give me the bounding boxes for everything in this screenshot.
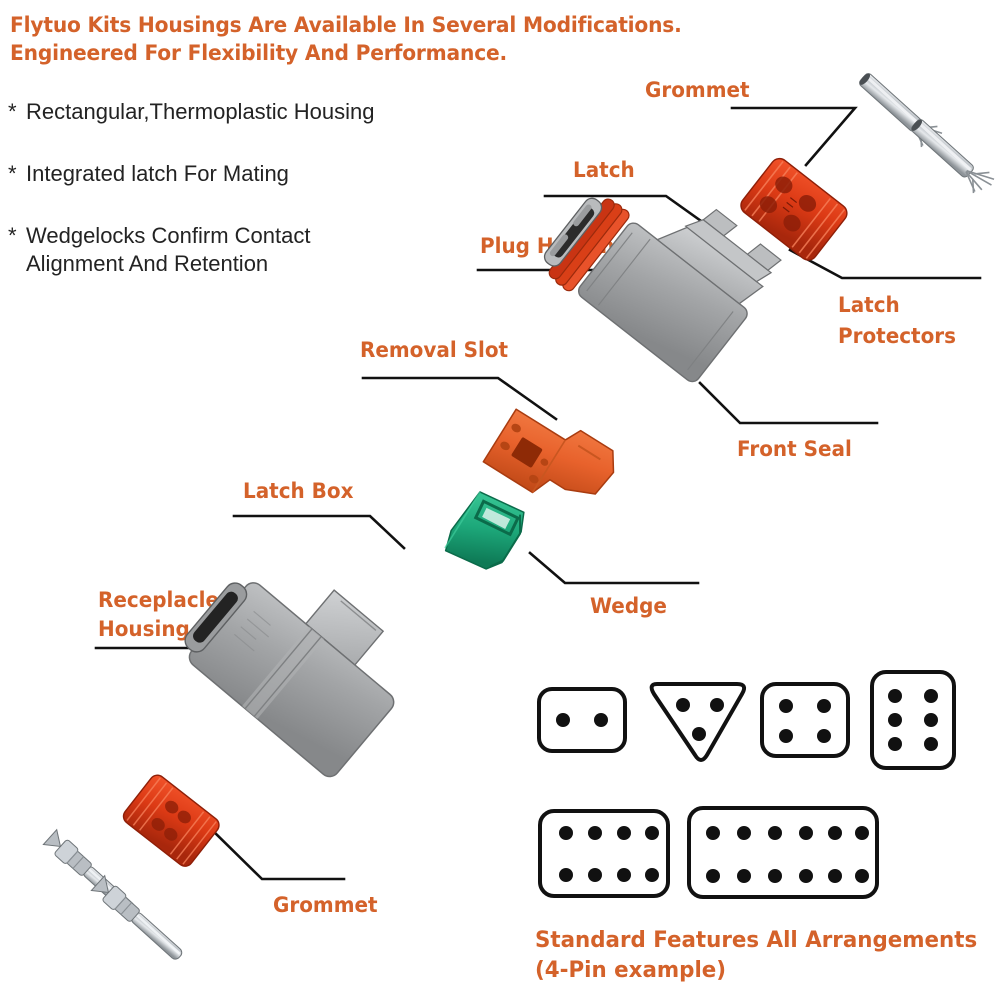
bullet-text: Wedgelocks Confirm Contact Alignment And… [26, 222, 468, 278]
socket-contact-upper [859, 73, 943, 148]
leader-latch-protectors [788, 248, 982, 280]
feature-list: * Rectangular,Thermoplastic Housing * In… [8, 98, 468, 312]
arrangement-12-pin [687, 806, 879, 899]
arrangement-3-pin [649, 682, 747, 762]
grommet-plug [740, 157, 848, 261]
arrangements-caption: Standard Features All Arrangements (4-Pi… [535, 925, 977, 985]
pin-contact-lower [90, 874, 183, 960]
bullet-marker: * [8, 223, 17, 248]
bullet-text: Integrated latch For Mating [26, 160, 468, 188]
label-grommet-top: Grommet [645, 78, 750, 102]
bullet-marker: * [8, 99, 17, 124]
leader-front-seal [698, 381, 879, 425]
page-title: Flytuo Kits Housings Are Available In Se… [10, 12, 682, 68]
leader-latch-box [232, 514, 406, 550]
bullet-line: Rectangular,Thermoplastic Housing [26, 99, 375, 124]
leader-plug-housing [476, 268, 674, 324]
arrangement-4-pin [760, 682, 850, 758]
leader-receplacle-housing [94, 646, 280, 689]
receptacle-housing [184, 582, 395, 778]
pin-arrangements [537, 670, 956, 899]
arrangement-2-pin [537, 687, 627, 753]
bullet-text: Rectangular,Thermoplastic Housing [26, 98, 468, 126]
bullet-marker: * [8, 161, 17, 186]
list-item: * Wedgelocks Confirm Contact Alignment A… [8, 222, 468, 278]
label-latch: Latch [573, 158, 635, 182]
bullet-line: Integrated latch For Mating [26, 161, 289, 186]
leader-grommet-top [730, 106, 858, 167]
arrangement-8-pin [538, 809, 670, 898]
label-removal-slot: Removal Slot [360, 338, 509, 362]
page-title-line-2: Engineered For Flexibility And Performan… [10, 41, 507, 66]
leader-grommet-bottom [208, 826, 346, 881]
grommet-receptacle [122, 774, 220, 867]
label-receplacle-2: Housing [98, 617, 190, 641]
label-latch-protectors-2: Protectors [838, 324, 957, 348]
bullet-line: Alignment And Retention [26, 251, 269, 276]
socket-contact-lower [911, 119, 995, 194]
wedgelock [482, 408, 615, 495]
leader-removal-slot [361, 376, 558, 421]
page-title-line-1: Flytuo Kits Housings Are Available In Se… [10, 13, 682, 38]
label-plug-housing: Plug Housing [480, 234, 629, 258]
label-latch-protectors-1: Latch [838, 293, 900, 317]
label-grommet-bottom: Grommet [273, 893, 378, 917]
label-wedge: Wedge [590, 594, 667, 618]
arrangement-6-pin [870, 670, 956, 770]
label-receplacle-1: Receplacle [98, 588, 220, 612]
leader-wedge [528, 551, 700, 585]
list-item: * Rectangular,Thermoplastic Housing [8, 98, 468, 126]
leader-latch [543, 194, 727, 240]
bullet-line: Wedgelocks Confirm Contact [26, 223, 311, 248]
pin-contact-upper [42, 828, 135, 914]
list-item: * Integrated latch For Mating [8, 160, 468, 188]
label-front-seal: Front Seal [737, 437, 852, 461]
label-latch-box: Latch Box [243, 479, 354, 503]
wedge [444, 491, 525, 570]
arrangements-caption-line-1: Standard Features All Arrangements [535, 927, 978, 953]
arrangements-caption-line-2: (4-Pin example) [535, 957, 727, 983]
